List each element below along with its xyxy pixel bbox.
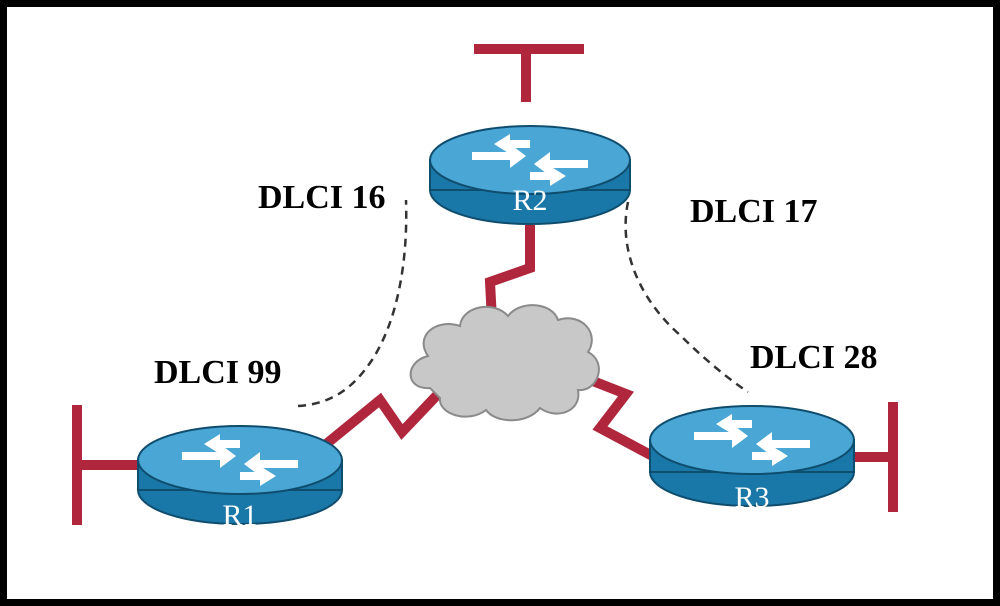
ethernet-segment-r3 [845, 402, 898, 512]
router-label: R3 [734, 481, 769, 514]
pvc-line-r3-r2 [624, 201, 749, 394]
router-r1[interactable]: R1 [137, 425, 343, 532]
router-label: R2 [512, 184, 547, 217]
ethernet-segment-r2 [474, 44, 584, 102]
dlci-label-28: DLCI 28 [750, 339, 878, 376]
pvc-line-r1-r2 [297, 199, 408, 408]
frame-relay-cloud-icon [409, 304, 600, 422]
diagram-canvas: R2 R1 R3 DLCI 16 DLCI 17 DLCI 99 DLCI 28 [72, 44, 898, 532]
router-r3[interactable]: R3 [649, 405, 855, 514]
dlci-label-99: DLCI 99 [154, 354, 282, 391]
dlci-label-17: DLCI 17 [690, 193, 818, 230]
router-label: R1 [222, 499, 257, 532]
ethernet-segment-r1 [72, 405, 140, 525]
serial-link-r3 [578, 371, 663, 465]
dlci-label-16: DLCI 16 [258, 179, 386, 216]
router-r2[interactable]: R2 [429, 125, 631, 225]
serial-link-r1 [321, 388, 444, 449]
